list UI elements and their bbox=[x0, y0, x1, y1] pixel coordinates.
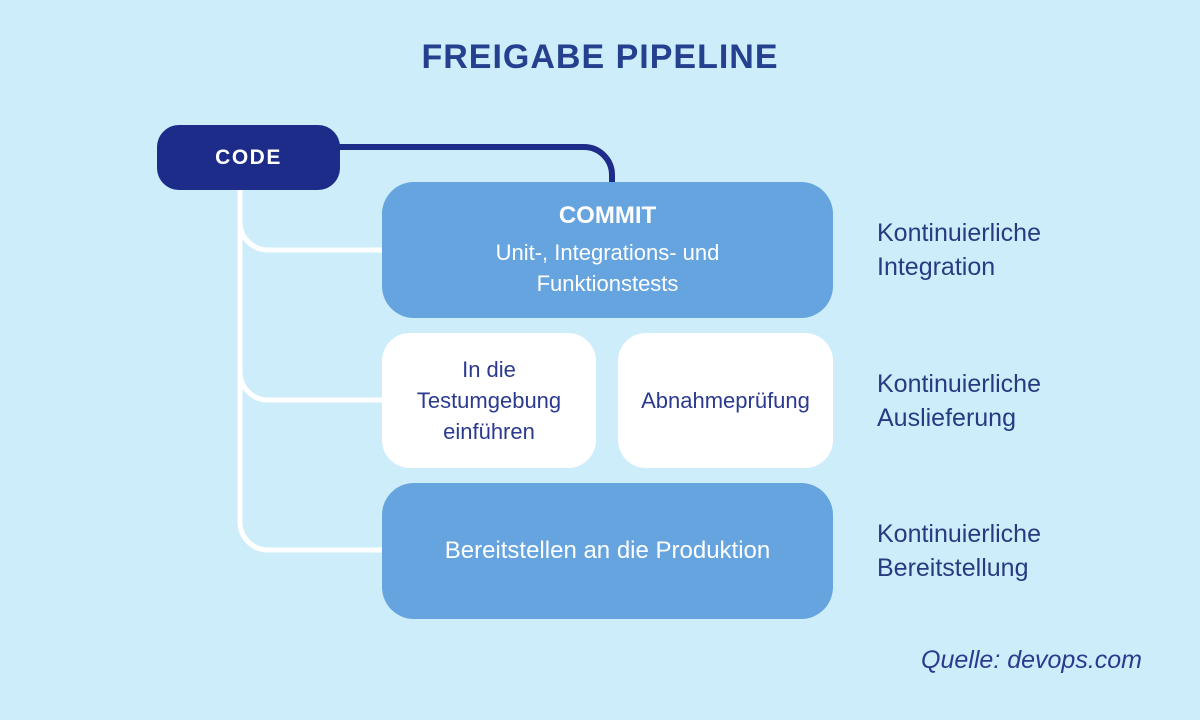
node-test-environment-label: In die Testumgebung einführen bbox=[416, 357, 562, 444]
node-acceptance-test-label: Abnahmeprüfung bbox=[641, 388, 810, 413]
node-commit-title: COMMIT bbox=[558, 201, 657, 229]
node-acceptance-test: Abnahmeprüfung bbox=[618, 333, 833, 468]
stage-label-continuous-deployment: Kontinuierliche Bereitstellung bbox=[877, 520, 1041, 582]
trunk-to-production-connector bbox=[237, 185, 390, 553]
node-code: CODE bbox=[157, 125, 340, 190]
node-code-label: CODE bbox=[215, 145, 282, 169]
node-test-environment: In die Testumgebung einführen bbox=[382, 333, 596, 468]
page-title: FREIGABE PIPELINE bbox=[421, 38, 779, 76]
node-commit-subtitle: Unit-, Integrations- und Funktionstests bbox=[495, 239, 720, 296]
stage-label-continuous-integration: Kontinuierliche Integration bbox=[877, 219, 1041, 281]
node-production-deploy: Bereitstellen an die Produktion bbox=[382, 483, 833, 619]
source-credit: Quelle: devops.com bbox=[921, 646, 1142, 674]
stage-label-continuous-delivery: Kontinuierliche Auslieferung bbox=[877, 369, 1041, 432]
node-commit: COMMIT Unit-, Integrations- und Funktion… bbox=[382, 182, 833, 318]
branch-to-test-connector bbox=[237, 371, 390, 403]
node-production-deploy-label: Bereitstellen an die Produktion bbox=[444, 537, 771, 564]
branch-to-commit-connector bbox=[237, 221, 390, 253]
code-to-commit-connector bbox=[320, 144, 615, 184]
